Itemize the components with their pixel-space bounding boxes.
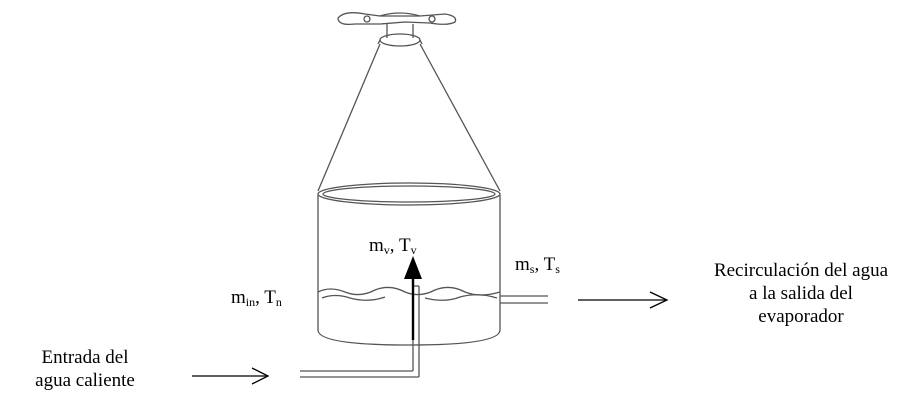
- outlet-description: Recirculación del agua a la salida del e…: [688, 259, 914, 328]
- water-surface: [317, 286, 501, 296]
- inlet-arrow: [192, 367, 270, 385]
- tank-top-rim: [317, 182, 501, 206]
- outlet-description-line1: Recirculación del agua: [713, 260, 889, 281]
- inlet-description-line1: Entrada del: [41, 347, 129, 368]
- outlet-arrow: [578, 291, 669, 309]
- outlet-pipe: [500, 295, 548, 304]
- outlet-description-line3: evaporador: [758, 306, 844, 327]
- fan-icon: [337, 12, 457, 26]
- inlet-description-line2: agua caliente: [35, 370, 135, 391]
- outlet-description-line2: a la salida del: [749, 283, 853, 304]
- vapor-arrow: [404, 256, 422, 340]
- fan-motor: [377, 24, 423, 47]
- inlet-description: Entrada del agua caliente: [0, 346, 170, 392]
- inlet-flow-label: min, Tn: [231, 287, 282, 309]
- cone-hood: [317, 43, 501, 192]
- tank-bottom: [317, 329, 501, 346]
- vapor-flow-label: mv, Tv: [369, 235, 417, 257]
- outlet-flow-label: ms, Ts: [515, 254, 560, 276]
